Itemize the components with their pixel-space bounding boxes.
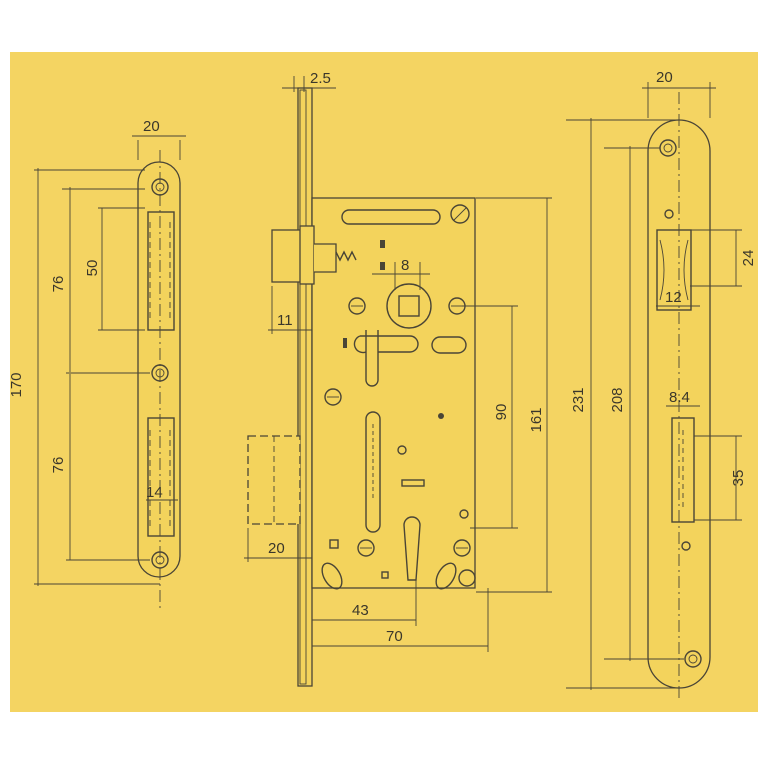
dim-strike-total: 170 xyxy=(8,372,25,397)
dim-faceplate-thickness: 2.5 xyxy=(310,70,331,87)
latch-window xyxy=(656,229,692,311)
rivet-mark xyxy=(381,571,389,579)
lower-slot-hidden-lines xyxy=(149,430,171,526)
pin-icon xyxy=(397,445,407,455)
dim-strike-lower: 76 xyxy=(50,457,67,474)
dim-upper-width: 12 xyxy=(665,289,682,306)
small-slot xyxy=(401,479,425,487)
latch-spring-holder xyxy=(314,243,337,273)
case-screw-icon xyxy=(324,388,342,406)
dim-body-depth: 70 xyxy=(386,628,403,645)
dim-strike-latch-window: 14 xyxy=(146,484,163,501)
corner-screw-slot xyxy=(453,207,467,221)
upper-strike-slot xyxy=(147,211,175,331)
faceplate-screw-bottom-inner xyxy=(688,654,698,664)
screw-hole-top-icon xyxy=(151,178,169,196)
bottom-screw-right-icon xyxy=(453,539,471,557)
lock-body: 2.5 8 11 20 90 161 43 70 xyxy=(244,70,552,687)
pin-icon xyxy=(459,509,469,519)
corner-screw-icon xyxy=(450,204,470,224)
dim-upper-window: 24 xyxy=(740,250,757,267)
latch-window-curve xyxy=(659,239,689,301)
cylinder-cam xyxy=(403,516,421,581)
dim-deadbolt-throw: 20 xyxy=(268,540,285,557)
dim-latch-depth: 11 xyxy=(277,312,293,329)
screw-hole-middle-inner xyxy=(155,368,165,378)
deadbolt-window xyxy=(671,417,695,523)
rivet-mark xyxy=(380,240,385,248)
screw-hole-middle-icon xyxy=(151,364,169,382)
screw-hole-bottom-inner xyxy=(155,555,165,565)
dim-plate-width: 20 xyxy=(656,69,673,86)
dim-lower-window-width: 8.4 xyxy=(669,389,690,406)
hub-screw-left-icon xyxy=(348,297,366,315)
dim-strike-width: 20 xyxy=(143,118,160,135)
tumbler-right-icon xyxy=(435,562,457,590)
deadbolt-guide-slot xyxy=(365,411,381,533)
latch-spring-icon xyxy=(335,250,357,262)
spindle-hub-icon xyxy=(386,283,432,329)
dim-strike-upper: 76 xyxy=(50,276,67,293)
spindle-square-hole xyxy=(398,295,420,317)
faceplate-screw-top-inner xyxy=(663,143,673,153)
dim-center-distance: 90 xyxy=(493,404,510,421)
bottom-screw-left-icon xyxy=(357,539,375,557)
screw-hole-bottom-icon xyxy=(151,551,169,569)
screw-hole-top-inner xyxy=(155,182,165,192)
latch-bolt-neck xyxy=(299,225,315,285)
dim-backset: 43 xyxy=(352,602,369,619)
faceplate-pin-icon xyxy=(664,209,674,219)
corner-screw-bottom-icon xyxy=(458,569,476,587)
faceplate-screw-bottom-icon xyxy=(684,650,702,668)
rivet-mark xyxy=(329,539,339,549)
lower-strike-slot xyxy=(147,417,175,537)
pin-dot xyxy=(438,413,444,419)
latch-bolt xyxy=(271,229,303,283)
left-strike-plate: 20 170 76 76 50 14 xyxy=(8,118,186,612)
dim-spindle-size: 8 xyxy=(401,257,409,274)
rivet-mark xyxy=(343,338,347,348)
dim-body-height: 161 xyxy=(528,407,545,432)
dim-strike-slot: 50 xyxy=(84,260,101,277)
right-faceplate: 20 231 208 24 12 8.4 35 xyxy=(566,69,757,700)
rivet-mark xyxy=(380,262,385,270)
dim-lower-window: 35 xyxy=(730,470,747,487)
tumbler-left-icon xyxy=(321,562,343,590)
dim-plate-total: 231 xyxy=(570,387,587,412)
dim-screw-distance: 208 xyxy=(609,387,626,412)
top-guide-slot xyxy=(341,209,441,225)
upper-slot-hidden-lines xyxy=(149,222,171,320)
faceplate-inner-edge xyxy=(299,89,307,685)
lever-slot xyxy=(431,336,467,354)
faceplate-pin-icon xyxy=(681,541,691,551)
lever-arm xyxy=(353,330,419,387)
